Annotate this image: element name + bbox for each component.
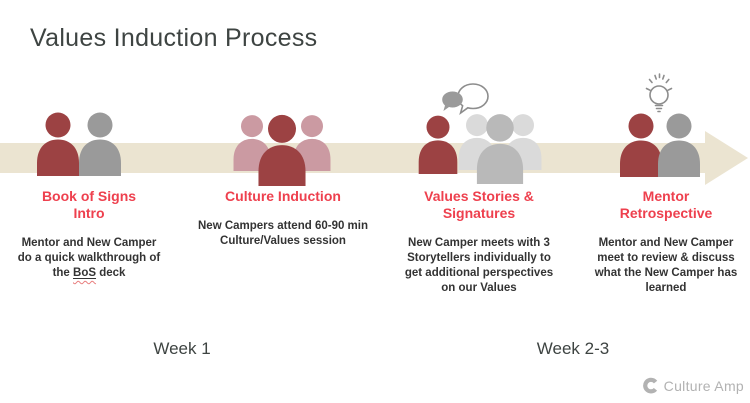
stage-heading: Values Stories & Signatures: [394, 188, 564, 222]
people-icon-stage2: [233, 114, 331, 186]
speech-bubbles-icon: [442, 83, 489, 115]
page-title: Values Induction Process: [30, 24, 318, 52]
stage-heading-line: Book of Signs: [41, 188, 137, 204]
bos-link-text: BoS: [73, 267, 97, 279]
stage-description-text: Mentor and New Camper do a quick walkthr…: [17, 237, 161, 279]
bos-link[interactable]: BoS: [73, 267, 96, 279]
week-1-label: Week 1: [153, 339, 211, 358]
stage-heading-line: Values Stories &: [424, 188, 534, 204]
stage-heading-line: Mentor: [642, 188, 690, 204]
lightbulb-icon: [645, 73, 673, 113]
culture-amp-c-icon: [642, 377, 659, 394]
stage-heading: Book of Signs Intro: [4, 188, 174, 222]
stage-description-text: deck: [96, 267, 126, 279]
stage-description: Mentor and New Camper meet to review & d…: [594, 237, 738, 294]
stage-description: New Campers attend 60-90 min Culture/Val…: [198, 220, 369, 247]
stage-heading: Culture Induction: [198, 188, 368, 205]
stage-heading-line: Signatures: [442, 205, 516, 221]
timeline-arrow: [0, 131, 748, 185]
stage-mentor-retrospective: Mentor Retrospective Mentor and New Camp…: [581, 188, 750, 296]
stage-heading-line: Culture Induction: [225, 188, 341, 204]
people-icon-stage3: [418, 114, 542, 184]
stage-heading-line: Intro: [73, 205, 105, 221]
culture-amp-logo: Culture Amp: [642, 377, 744, 394]
stage-description: New Camper meets with 3 Storytellers ind…: [404, 237, 554, 294]
week-2-3-label: Week 2-3: [536, 339, 610, 358]
logo-text: Culture Amp: [663, 377, 744, 394]
stage-book-of-signs: Book of Signs Intro Mentor and New Campe…: [4, 188, 174, 281]
stage-values-stories: Values Stories & Signatures New Camper m…: [394, 188, 564, 296]
stage-heading: Mentor Retrospective: [581, 188, 750, 222]
stage-description: Mentor and New Camper do a quick walkthr…: [14, 236, 164, 281]
stage-heading-line: Retrospective: [619, 205, 713, 221]
stage-culture-induction: Culture Induction New Campers attend 60-…: [198, 188, 368, 249]
